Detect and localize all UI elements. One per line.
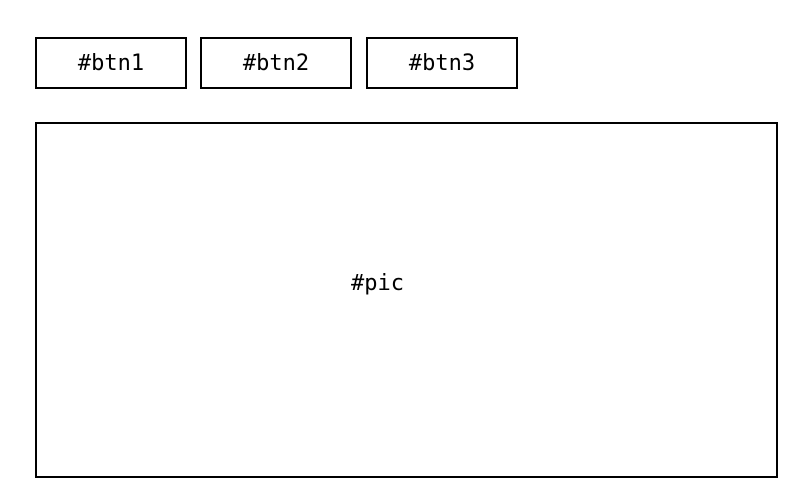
btn3-label: #btn3	[408, 50, 476, 76]
picture-label: #pic	[351, 270, 404, 296]
btn2-button[interactable]: #btn2	[200, 37, 352, 89]
btn1-button[interactable]: #btn1	[35, 37, 187, 89]
picture-area: #pic	[35, 122, 778, 478]
btn3-button[interactable]: #btn3	[366, 37, 518, 89]
btn1-label: #btn1	[77, 50, 145, 76]
btn2-label: #btn2	[242, 50, 310, 76]
